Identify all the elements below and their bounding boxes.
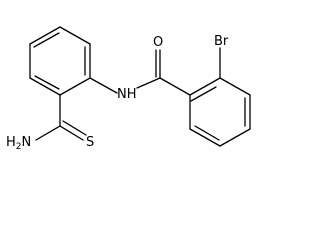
bond-right-ring-1: [189, 77, 221, 96]
chemical-structure-diagram: Br O NH S H2N: [6, 26, 251, 152]
bond-right-ring-1-double: [190, 86, 217, 102]
bond-thioamide-to-nh2: [35, 125, 61, 141]
bond-right-ring-4: [219, 128, 251, 147]
atom-label-sulfur: S: [86, 135, 94, 150]
bond-right-ring-5-double: [194, 125, 220, 141]
bond-left-ring-3: [29, 77, 61, 96]
atom-label-amide-nh: NH: [117, 87, 137, 102]
bond-thio-double-b: [62, 120, 87, 136]
bond-left-ring-4: [59, 77, 91, 96]
bond-thio-double-a: [59, 125, 84, 141]
bond-left-ring-3-double: [34, 75, 60, 90]
bond-right-ring-2: [219, 77, 251, 96]
bond-left-ring-6: [59, 26, 91, 45]
bond-carbonyl-to-ring: [159, 77, 191, 96]
atom-labels: Br O NH S H2N: [6, 34, 229, 152]
atom-label-amine-nh2: H2N: [6, 135, 31, 152]
amine-subscript: 2: [16, 142, 22, 152]
amine-h: H: [6, 135, 16, 150]
atom-label-bromine: Br: [214, 34, 229, 49]
bond-ring-to-nh: [89, 77, 118, 94]
bond-nh-to-carbonyl: [136, 77, 161, 89]
atom-label-oxygen: O: [153, 35, 163, 50]
bond-left-ring-1-double: [33, 32, 60, 48]
amine-n: N: [22, 135, 32, 150]
bond-right-ring-5: [189, 128, 221, 147]
bonds: [29, 26, 251, 147]
bond-left-ring-1: [29, 26, 61, 45]
